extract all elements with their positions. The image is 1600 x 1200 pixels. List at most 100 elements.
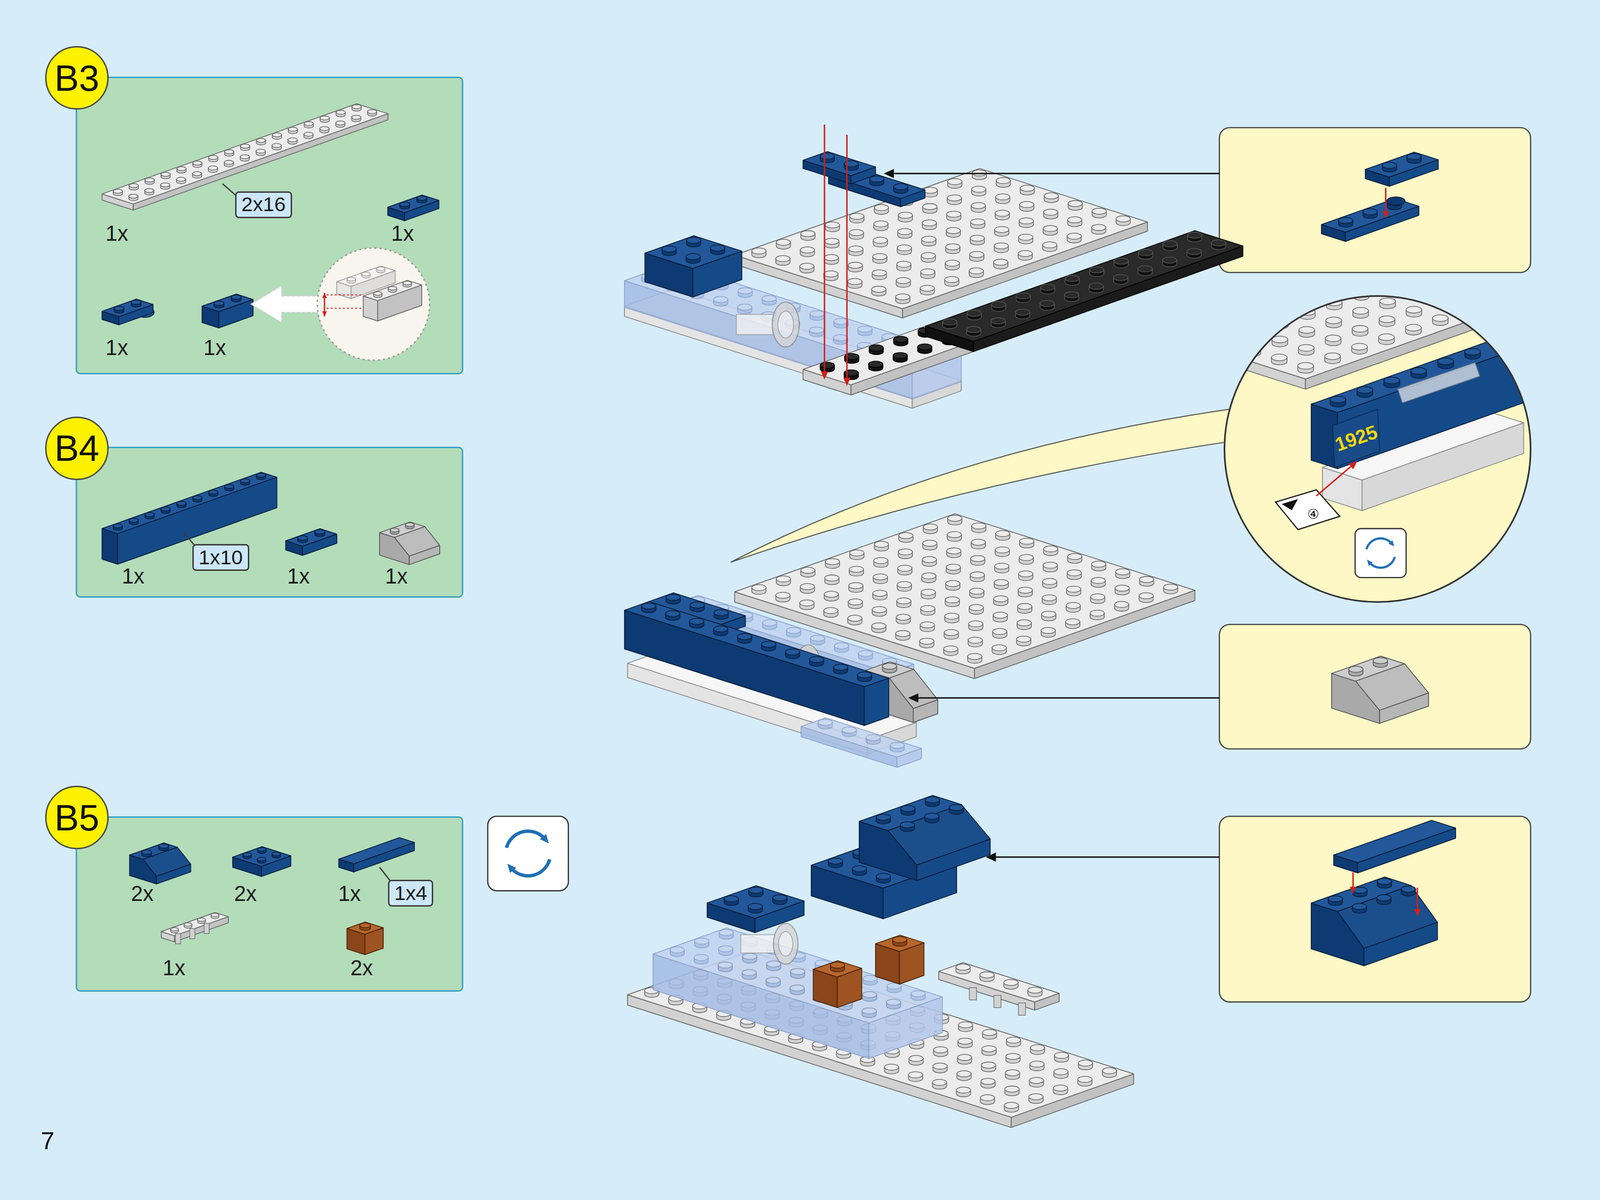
stud-top xyxy=(1518,329,1535,336)
stud-top xyxy=(373,291,382,296)
hub xyxy=(777,311,794,339)
stud-top xyxy=(742,969,757,976)
stud-top xyxy=(224,484,235,489)
stud-side xyxy=(1567,252,1584,261)
stud-top xyxy=(287,137,298,142)
stud-side xyxy=(1541,226,1558,234)
stud-top xyxy=(995,530,1010,537)
arrow-head xyxy=(985,852,997,863)
hub xyxy=(778,931,793,957)
stud-top xyxy=(359,923,371,928)
brick-1x10 xyxy=(102,472,278,564)
stud-top xyxy=(297,535,308,540)
brick-face xyxy=(387,195,439,213)
arrow-head xyxy=(1414,909,1421,917)
stud-top xyxy=(694,938,709,945)
stud-top xyxy=(824,575,840,582)
stud-top xyxy=(921,236,936,243)
stud-top xyxy=(1065,275,1080,282)
stud-top xyxy=(718,945,733,952)
stud-top xyxy=(1352,325,1368,333)
stud-top xyxy=(1514,250,1530,257)
stud-top xyxy=(945,260,960,267)
stud-top xyxy=(128,183,139,188)
brick-1x1 xyxy=(813,960,862,1008)
step-panel: B31x1x1x1x2x16 xyxy=(75,76,464,375)
stud-top xyxy=(1067,233,1082,240)
stud-top xyxy=(1486,295,1502,303)
stud-top xyxy=(896,261,911,268)
brick-face xyxy=(813,960,862,978)
stud-top xyxy=(933,1063,948,1070)
hint-arrow xyxy=(251,285,329,323)
stud-top xyxy=(176,501,187,506)
stud-top xyxy=(825,558,840,565)
stud-top xyxy=(686,237,701,244)
stud-top xyxy=(416,196,427,201)
stud-side xyxy=(1488,227,1505,235)
stud-top xyxy=(993,595,1008,602)
stud-top xyxy=(1330,396,1346,403)
arrow-head xyxy=(539,834,549,844)
brick-face xyxy=(394,526,440,556)
stud-top xyxy=(128,194,139,199)
stud-top xyxy=(895,277,911,284)
brick-face xyxy=(102,103,389,205)
plate-2x2 xyxy=(232,847,292,877)
stud-top xyxy=(1067,570,1082,577)
stud-side xyxy=(1594,243,1600,251)
stud-top xyxy=(800,246,815,254)
stud-side xyxy=(1380,265,1397,273)
stud-top xyxy=(1488,223,1505,231)
stud-top xyxy=(1027,987,1042,994)
stud-top xyxy=(390,528,400,532)
stud-top xyxy=(230,294,241,300)
brick-face xyxy=(347,922,384,935)
stud-top xyxy=(128,518,139,523)
stud-top xyxy=(160,182,170,187)
stud-side xyxy=(1513,271,1530,280)
stud-side xyxy=(1515,217,1531,226)
sticker-number: ④ xyxy=(1307,507,1320,521)
stud-top xyxy=(1091,577,1106,584)
brick-face xyxy=(1333,820,1456,864)
stud-top xyxy=(1373,657,1388,664)
hint-circle xyxy=(317,247,430,361)
stud-side xyxy=(1380,283,1396,292)
stud-top xyxy=(828,858,843,865)
stud-side xyxy=(1514,253,1530,262)
stud-top xyxy=(1542,205,1559,212)
arrow-line xyxy=(846,134,848,380)
rotate-arc xyxy=(510,859,550,876)
stud-top xyxy=(830,962,845,969)
stud-top xyxy=(1407,270,1423,278)
stud-top xyxy=(192,171,202,176)
stud-top xyxy=(256,473,266,477)
stud-top xyxy=(724,895,739,903)
stud-top xyxy=(1162,257,1177,264)
stud-top xyxy=(995,546,1010,554)
clip xyxy=(993,995,1001,1008)
stud-top xyxy=(361,272,371,277)
stud-top xyxy=(176,166,187,171)
stud-top xyxy=(131,300,142,305)
stud-top xyxy=(967,653,982,660)
stud-top xyxy=(946,227,961,234)
stud-top xyxy=(947,515,962,522)
stud-top xyxy=(862,991,877,999)
stud-top xyxy=(848,582,864,589)
quantity-label: 1x xyxy=(385,565,408,588)
stud-top xyxy=(849,566,864,573)
stud-top xyxy=(1089,283,1104,290)
stud-side xyxy=(1407,273,1423,282)
plate-1x2 xyxy=(1365,152,1439,187)
stud-top xyxy=(921,572,936,579)
stud-top xyxy=(971,539,986,546)
stud-top xyxy=(1219,319,1235,326)
arrow-head xyxy=(1388,540,1395,547)
stud-top xyxy=(1138,265,1153,272)
stud-top xyxy=(949,804,964,811)
stud-top xyxy=(958,1021,973,1029)
stud-top xyxy=(800,583,815,590)
